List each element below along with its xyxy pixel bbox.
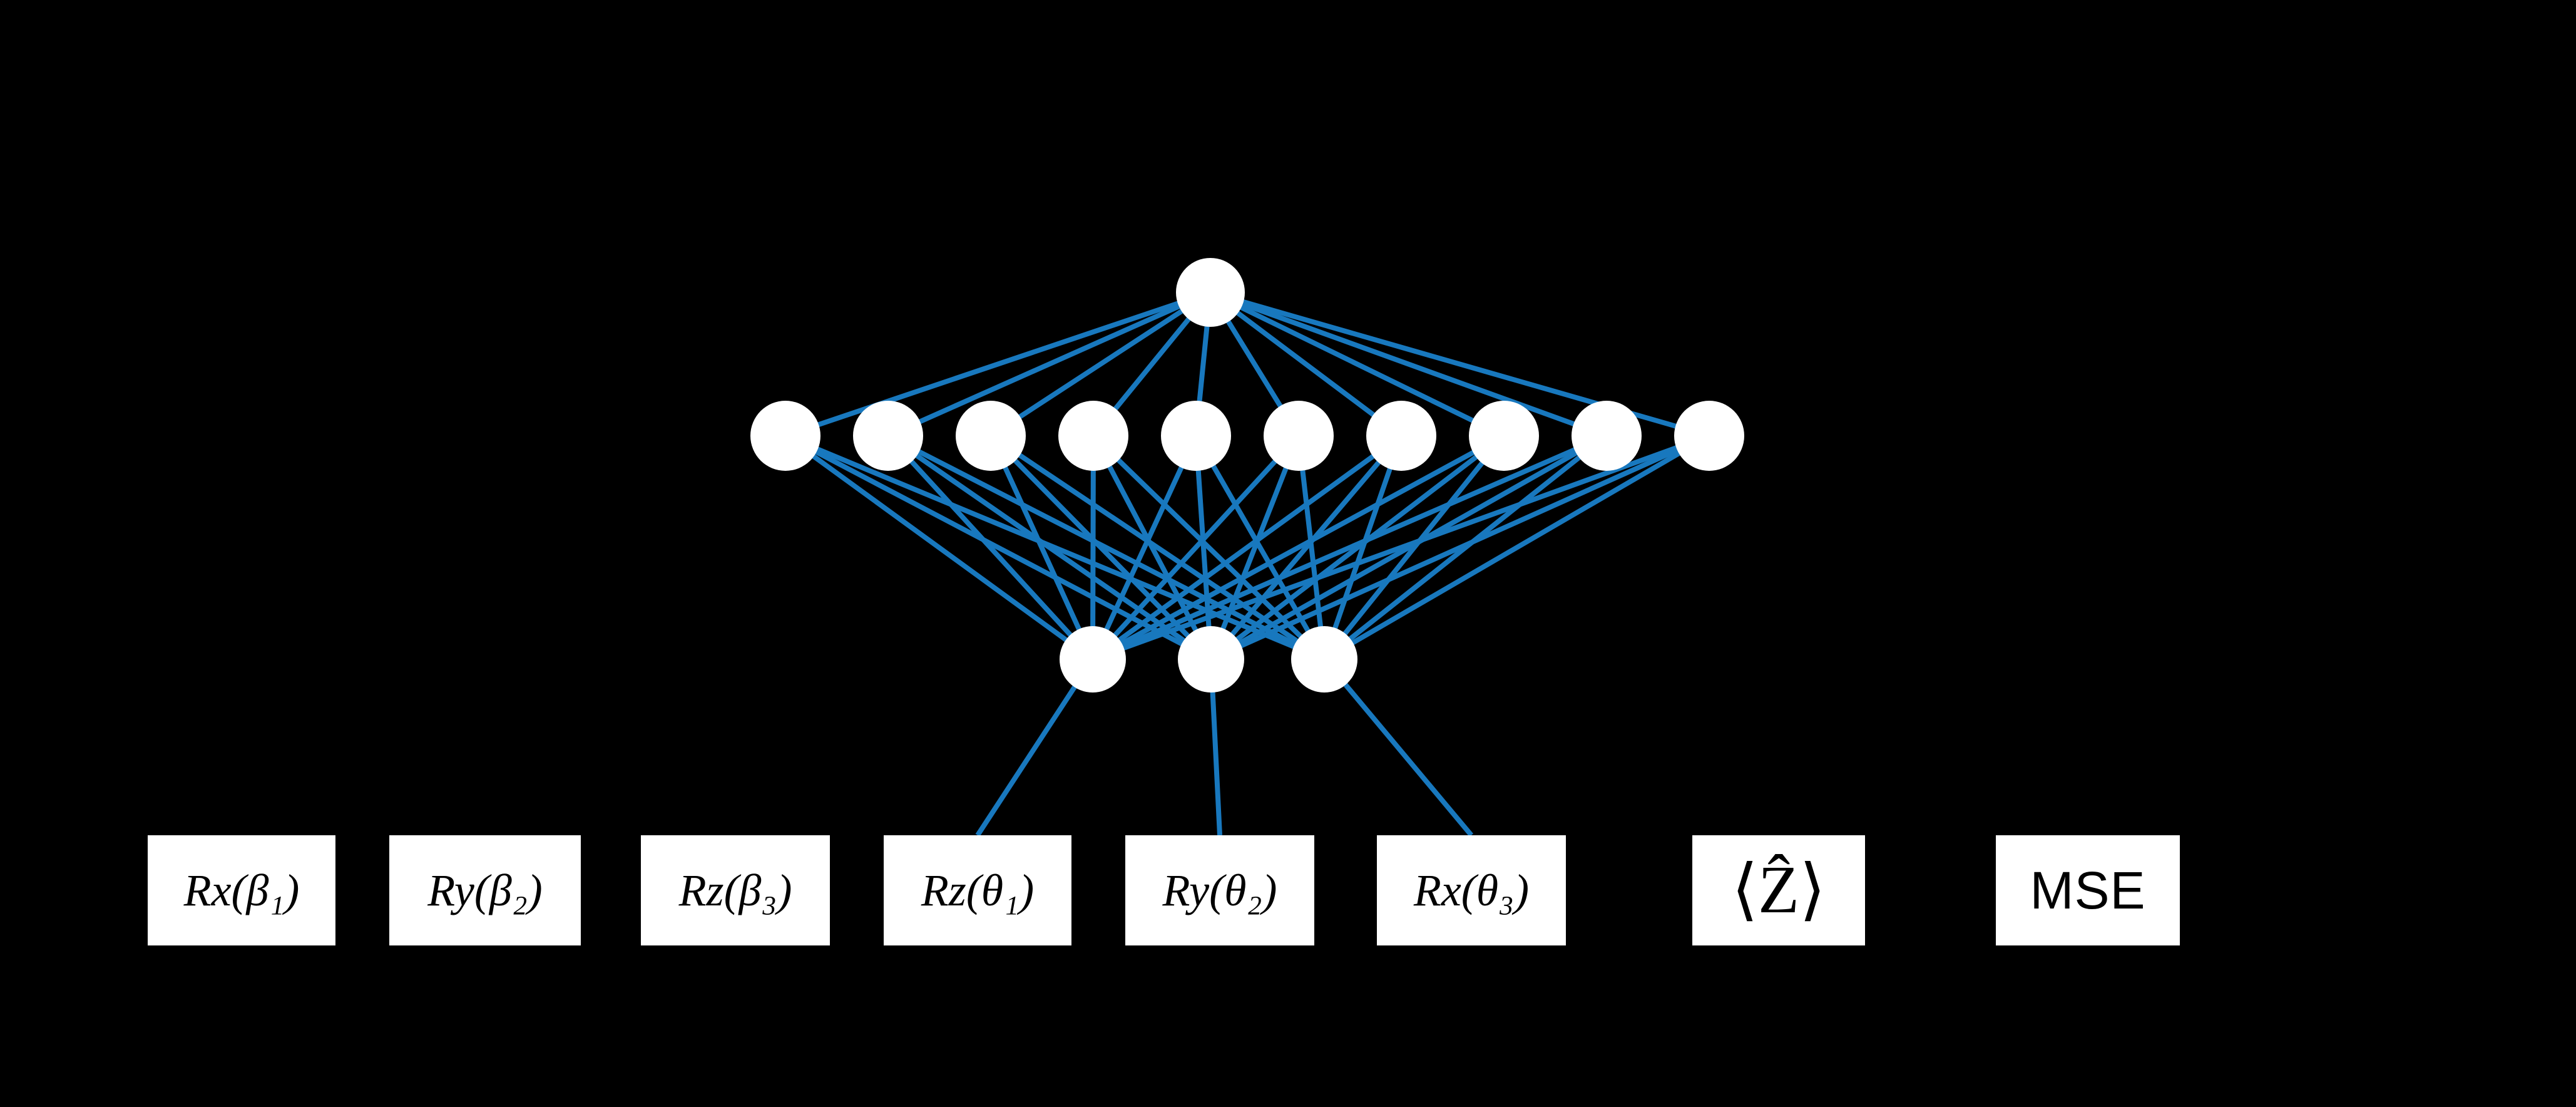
network-node <box>1176 258 1245 327</box>
network-edge <box>988 435 1095 661</box>
gate-box-rz-beta3: Rz(β₃) <box>641 835 830 945</box>
network-edge <box>784 433 1095 662</box>
network-edge <box>1091 433 1403 662</box>
network-node <box>853 401 923 471</box>
network-node <box>1161 401 1231 471</box>
network-edge <box>1296 435 1327 660</box>
network-edge <box>1209 434 1404 661</box>
network-node <box>1264 401 1334 471</box>
network-edge <box>1209 290 1608 438</box>
mse-label: MSE <box>2030 861 2146 920</box>
network-node <box>1572 401 1642 471</box>
network-edge <box>1091 433 1505 662</box>
network-node <box>1060 626 1126 693</box>
network-edge <box>1209 290 1403 438</box>
network-edge <box>975 657 1095 837</box>
expectation-z-label: ⟨Ẑ⟩ <box>1731 853 1826 927</box>
network-edge <box>886 434 1095 661</box>
network-edge <box>1091 434 1301 661</box>
gate-label: Rx(θ₃) <box>1413 865 1530 915</box>
gate-box-ry-theta2: Ry(θ₂) <box>1125 835 1314 945</box>
network-edge <box>1322 657 1474 837</box>
gate-box-rx-theta3: Rx(θ₃) <box>1377 835 1566 945</box>
gate-box-rx-beta1: Rx(β₁) <box>148 835 335 945</box>
gate-label: Ry(β₂) <box>427 865 543 915</box>
network-node <box>1366 401 1436 471</box>
network-edge <box>784 433 1326 662</box>
network-edge <box>1091 433 1710 662</box>
network-node <box>1058 401 1128 471</box>
gate-box-rz-theta1: Rz(θ₁) <box>884 835 1071 945</box>
network-edge <box>1209 435 1301 661</box>
network-edge <box>1209 290 1505 438</box>
expectation-z-box: ⟨Ẑ⟩ <box>1692 835 1865 945</box>
network-node <box>1674 401 1744 471</box>
network-edge <box>1193 435 1327 661</box>
network-edge <box>989 290 1212 438</box>
network-node <box>956 401 1026 471</box>
network-edge <box>887 433 1326 662</box>
network-node <box>1178 626 1244 693</box>
network-edge <box>887 290 1212 438</box>
network-edge <box>1090 435 1199 661</box>
gate-label: Rz(β₃) <box>678 865 792 915</box>
network-edge <box>1210 433 1608 662</box>
gate-label: Rz(θ₁) <box>921 865 1035 915</box>
network-edge <box>1209 433 1506 662</box>
network-node <box>1291 626 1357 693</box>
network-node <box>750 401 820 471</box>
network-edge <box>1091 434 1326 661</box>
network-edge <box>1322 434 1506 661</box>
network-edge <box>784 290 1212 438</box>
gate-box-ry-beta2: Ry(β₂) <box>389 835 581 945</box>
gate-label: Rx(β₁) <box>183 865 300 915</box>
network-edge <box>1193 435 1214 660</box>
gate-label: Ry(θ₂) <box>1162 865 1277 915</box>
network-edge <box>1210 433 1710 662</box>
network-node <box>1469 401 1539 471</box>
network-edge <box>1091 433 1608 662</box>
network-edge <box>1322 433 1711 662</box>
network-edge <box>1322 435 1404 661</box>
mse-box: MSE <box>1996 835 2180 945</box>
network-edge <box>989 433 1326 662</box>
